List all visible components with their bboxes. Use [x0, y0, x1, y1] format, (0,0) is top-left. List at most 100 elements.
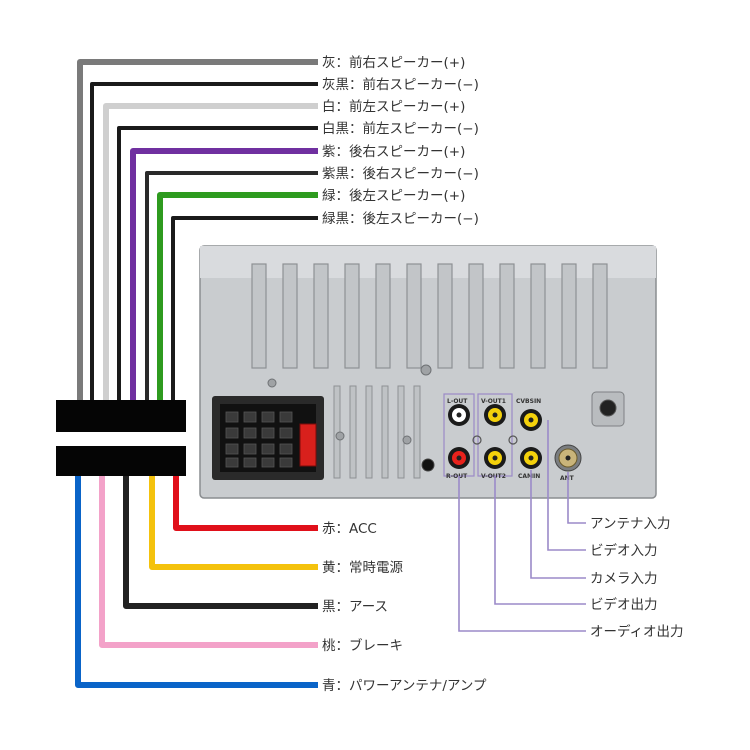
wire-label-green: 緑：後左スピーカー(+) [322, 188, 465, 204]
speaker-wire-gray-black: 灰黒：前右スピーカー(−) [90, 76, 479, 405]
wire-pink [99, 470, 318, 648]
fin [251, 263, 267, 369]
fin [406, 263, 422, 369]
ground-screw-icon [472, 435, 482, 445]
wire-white-black [117, 126, 318, 405]
lower-vents [333, 385, 421, 479]
power-wire-yellow: 黄：常時電源 [149, 470, 403, 576]
iso-harness-socket [212, 396, 324, 480]
speaker-wire-green: 緑：後左スピーカー(+) [157, 188, 465, 405]
power-wire-blue: 青：パワーアンテナ/アンプ [75, 470, 487, 694]
unit-top-strip [200, 246, 656, 278]
socket-pins [225, 411, 293, 468]
speaker-wire-gray: 灰：前右スピーカー(+) [77, 54, 465, 405]
power-wire-red: 赤：ACC [173, 470, 377, 537]
speaker-wire-white-black: 白黒：前左スピーカー(−) [117, 120, 479, 405]
pin [279, 411, 293, 423]
fin [530, 263, 546, 369]
pin [225, 411, 239, 423]
pin [243, 411, 257, 423]
screw-icon [402, 435, 412, 445]
wire-gray-black [90, 82, 318, 405]
jack-camin [520, 447, 542, 469]
wire-label-white-black: 白黒：前左スピーカー(−) [322, 120, 479, 137]
jack-antenna [554, 444, 582, 472]
jack-pin [492, 455, 498, 461]
heat-sink [251, 263, 608, 369]
vent [413, 385, 421, 479]
vent [381, 385, 389, 479]
screw-icon [335, 431, 345, 441]
leader-camera-in [530, 470, 586, 579]
leader-antenna [567, 472, 586, 524]
label-camin: CAMIN [518, 473, 540, 480]
wire-yellow [149, 470, 318, 570]
jack-pin [528, 455, 534, 461]
label-l-out: L-OUT [447, 398, 468, 405]
speaker-wire-green-black: 緑黒：後左スピーカー(−) [171, 211, 479, 405]
wire-label-red: 赤：ACC [322, 521, 377, 537]
label-v-out2: V-OUT2 [481, 473, 506, 480]
fin [282, 263, 298, 369]
pin [243, 443, 257, 455]
speaker-wire-purple-black: 紫黒：後右スピーカー(−) [145, 166, 479, 405]
pin [279, 443, 293, 455]
wire-label-purple: 紫：後右スピーカー(+) [322, 144, 465, 160]
wire-label-gray-black: 灰黒：前右スピーカー(−) [322, 76, 479, 93]
wire-label-black: 黒：アース [322, 599, 388, 615]
power-wire-group: 赤：ACC 黄：常時電源 黒：アース 桃：ブレーキ 青：パワーアンテナ/アンプ [75, 470, 487, 694]
av-label-video-in: ビデオ入力 [590, 542, 658, 559]
label-r-out: R-OUT [446, 473, 468, 480]
jack-pin [456, 412, 462, 418]
mic-jack [421, 458, 435, 472]
wire-purple-black [145, 171, 318, 405]
pin [243, 457, 257, 468]
pin [225, 443, 239, 455]
screw-icon [267, 378, 277, 388]
wire-red [173, 470, 318, 531]
wire-label-blue: 青：パワーアンテナ/アンプ [322, 678, 487, 694]
speaker-wire-group: 灰：前右スピーカー(+) 灰黒：前右スピーカー(−) 白：前左スピーカー(+) … [77, 54, 479, 405]
vent [349, 385, 357, 479]
wire-green [157, 192, 318, 405]
pin [261, 411, 275, 423]
fin [437, 263, 453, 369]
ground-screw-icon [508, 435, 518, 445]
fuse [299, 423, 317, 467]
wire-blue [75, 470, 318, 688]
wire-label-purple-black: 紫黒：後右スピーカー(−) [322, 166, 479, 182]
av-labels: アンテナ入力 ビデオ入力 カメラ入力 ビデオ出力 オーディオ出力 [590, 516, 684, 640]
pin [225, 457, 239, 468]
jack-pin [528, 417, 534, 423]
vent [397, 385, 405, 479]
pin [225, 427, 239, 439]
wire-label-green-black: 緑黒：後左スピーカー(−) [322, 211, 479, 227]
fin [375, 263, 391, 369]
wire-gray [77, 59, 318, 405]
antenna-pin [565, 455, 571, 461]
av-label-audio-out: オーディオ出力 [590, 623, 684, 640]
wire-black [123, 470, 318, 609]
wire-white [103, 103, 318, 405]
wire-label-pink: 桃：ブレーキ [322, 637, 403, 654]
fin [499, 263, 515, 369]
jack-v-out2 [484, 447, 506, 469]
jack-pin [456, 455, 462, 461]
pin [261, 443, 275, 455]
pin [243, 427, 257, 439]
pin [261, 427, 275, 439]
label-cvbsin: CVBSIN [516, 398, 541, 405]
jack-pin [492, 412, 498, 418]
av-label-antenna: アンテナ入力 [590, 516, 670, 532]
wire-purple [130, 148, 318, 405]
power-wire-black: 黒：アース [123, 470, 388, 615]
leader-video-out [494, 476, 586, 605]
speaker-wire-white: 白：前左スピーカー(+) [103, 98, 465, 405]
jack-cvbsin [520, 409, 542, 431]
leader-audio-out [458, 476, 586, 632]
power-connector-block [56, 446, 186, 476]
leader-video-in [547, 420, 586, 551]
pin [279, 427, 293, 439]
av-label-video-out: ビデオ出力 [590, 596, 658, 613]
